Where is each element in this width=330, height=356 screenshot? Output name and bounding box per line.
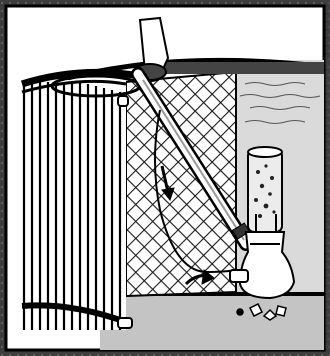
mesh-screen xyxy=(126,72,236,296)
filter-clip-top xyxy=(118,96,128,106)
rim-band xyxy=(150,62,324,74)
pool-floor xyxy=(100,294,324,350)
pleated-filter-cartridge xyxy=(20,72,140,330)
filter-clip-bottom xyxy=(118,318,132,328)
head-connector xyxy=(230,270,248,282)
